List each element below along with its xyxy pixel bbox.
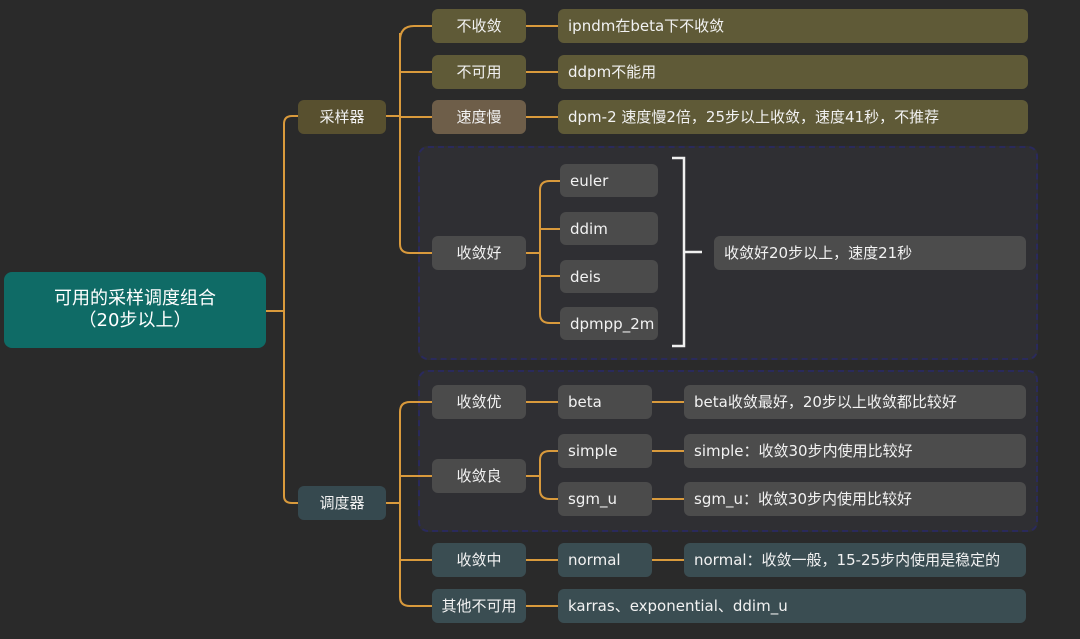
sampler-item-dpmpp-2m[interactable]: dpmpp_2m — [560, 307, 658, 340]
root-title: 可用的采样调度组合 — [54, 288, 216, 310]
scheduler-simple-note[interactable]: simple：收敛30步内使用比较好 — [684, 434, 1026, 468]
scheduler-item-simple[interactable]: simple — [558, 434, 652, 468]
sampler-slow-detail[interactable]: dpm-2 速度慢2倍，25步以上收敛，速度41秒，不推荐 — [558, 100, 1028, 134]
scheduler-sgm-u-note[interactable]: sgm_u：收敛30步内使用比较好 — [684, 482, 1026, 516]
sampler-item-euler[interactable]: euler — [560, 164, 658, 197]
sampler-item-deis[interactable]: deis — [560, 260, 658, 293]
sampler-good-node[interactable]: 收敛好 — [432, 236, 526, 270]
sampler-unusable-node[interactable]: 不可用 — [432, 55, 526, 89]
sampler-item-ddim[interactable]: ddim — [560, 212, 658, 245]
sampler-not-converge-detail[interactable]: ipndm在beta下不收敛 — [558, 9, 1028, 43]
sampler-unusable-detail[interactable]: ddpm不能用 — [558, 55, 1028, 89]
root-node[interactable]: 可用的采样调度组合 （20步以上） — [4, 272, 266, 348]
sampler-slow-node[interactable]: 速度慢 — [432, 100, 526, 134]
scheduler-medium-note[interactable]: normal：收敛一般，15-25步内使用是稳定的 — [684, 543, 1026, 577]
scheduler-best-node[interactable]: 收敛优 — [432, 385, 526, 419]
scheduler-unusable-detail[interactable]: karras、exponential、ddim_u — [558, 589, 1026, 623]
scheduler-branch-node[interactable]: 调度器 — [298, 486, 386, 520]
scheduler-best-note[interactable]: beta收敛最好，20步以上收敛都比较好 — [684, 385, 1026, 419]
scheduler-item-beta[interactable]: beta — [558, 385, 652, 419]
scheduler-item-sgm-u[interactable]: sgm_u — [558, 482, 652, 516]
sampler-not-converge-node[interactable]: 不收敛 — [432, 9, 526, 43]
sampler-good-summary[interactable]: 收敛好20步以上，速度21秒 — [714, 236, 1026, 270]
scheduler-unusable-node[interactable]: 其他不可用 — [432, 589, 526, 623]
scheduler-good-node[interactable]: 收敛良 — [432, 459, 526, 493]
sampler-branch-node[interactable]: 采样器 — [298, 100, 386, 134]
scheduler-medium-node[interactable]: 收敛中 — [432, 543, 526, 577]
root-subtitle: （20步以上） — [78, 310, 192, 331]
scheduler-item-normal[interactable]: normal — [558, 543, 652, 577]
